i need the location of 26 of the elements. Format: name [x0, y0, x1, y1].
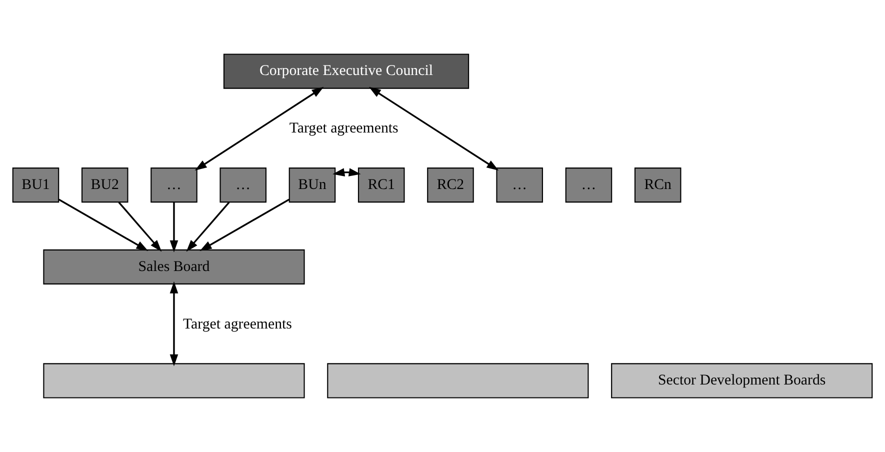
node-box: Corporate Executive Council	[223, 54, 470, 89]
arrow	[170, 202, 178, 252]
node-box: RC2	[427, 168, 474, 203]
arrow	[332, 168, 361, 176]
node-box: …	[496, 168, 543, 203]
arrow	[186, 202, 230, 252]
node-box: …	[220, 168, 266, 203]
arrow	[194, 86, 324, 170]
node-box: BU2	[81, 168, 128, 203]
node-box: BU1	[12, 168, 60, 203]
arrow	[200, 198, 290, 252]
node-box: Sales Board	[43, 249, 305, 284]
arrow	[58, 198, 148, 252]
node-box: …	[150, 168, 198, 203]
arrow	[170, 281, 178, 366]
node-box: …	[565, 168, 612, 203]
arrow	[118, 202, 162, 252]
node-box: Sector Development Boards	[611, 363, 873, 398]
edge-label: Target agreements	[289, 120, 398, 137]
node-box: BUn	[288, 168, 336, 203]
node-box: RC1	[358, 168, 405, 203]
node-box	[43, 363, 305, 398]
edge-label: Target agreements	[183, 316, 292, 332]
node-box	[327, 363, 589, 398]
arrow	[368, 86, 499, 170]
node-box: RCn	[634, 168, 682, 203]
